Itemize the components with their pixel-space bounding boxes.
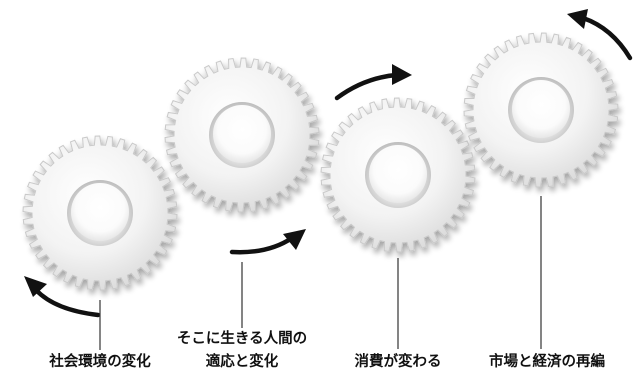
- gear-consumption: [320, 97, 476, 253]
- gear-human-adaptation: [164, 57, 320, 213]
- gear-market-economy: [463, 32, 619, 188]
- rotation-arrow-counterclockwise-right: [567, 9, 633, 61]
- label-human-adaptation-line1: そこに生きる人間の: [177, 329, 307, 347]
- rotation-arrow-counterclockwise-left: [24, 276, 101, 318]
- rotation-arrow-clockwise-lower: [229, 229, 306, 255]
- label-market-economy: 市場と経済の再編: [489, 352, 605, 370]
- gear-social-environment: [22, 135, 178, 291]
- rotation-arrow-clockwise-top: [334, 64, 412, 101]
- label-social-environment: 社会環境の変化: [48, 352, 151, 370]
- label-consumption: 消費が変わる: [355, 352, 442, 370]
- label-human-adaptation-line2: 適応と変化: [206, 352, 279, 370]
